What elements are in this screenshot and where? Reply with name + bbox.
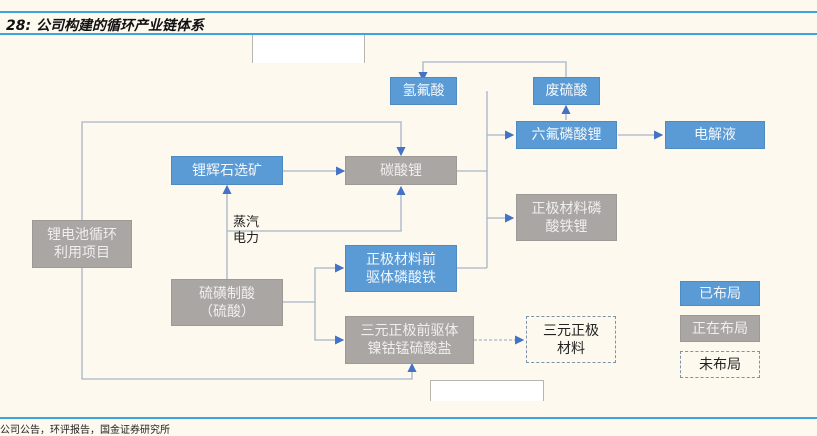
legend-in-progress: 正在布局 <box>680 315 760 342</box>
figure-title: 28: 公司构建的循环产业链体系 <box>6 18 204 34</box>
node-ncm-cathode: 三元正极 材料 <box>526 316 616 363</box>
node-sulfur-acid-plant: 硫磺制酸 （硫酸） <box>171 279 283 326</box>
figure-title-bar: 28: 公司构建的循环产业链体系 <box>0 11 817 35</box>
edge-recycling-to-ncmpre <box>81 268 417 380</box>
edge-label-steam-power: 蒸汽 电力 <box>233 215 260 246</box>
edge-recycling-to-li2co3 <box>81 121 406 222</box>
edge-sulfuric-to-ncmpre <box>314 302 345 345</box>
node-hydrofluoric-acid: 氢氟酸 <box>390 77 457 105</box>
footer-rule <box>0 417 817 419</box>
legend-planned: 未布局 <box>680 351 760 378</box>
node-electrolyte: 电解液 <box>665 121 765 149</box>
node-iron-phosphate-precursor: 正极材料前 驱体磷酸铁 <box>345 245 457 292</box>
edge-sulfuric-branch <box>283 263 345 303</box>
node-waste-sulfuric-acid: 废硫酸 <box>533 77 600 105</box>
node-spodumene-beneficiation: 锂辉石选矿 <box>171 156 283 185</box>
edge-wasteacid-to-hf <box>418 61 567 82</box>
blank-placeholder-top <box>252 35 365 63</box>
edge-steam-to-li2co3 <box>227 185 406 232</box>
node-ncm-precursor: 三元正极前驱体 镍钴锰硫酸盐 <box>345 316 474 364</box>
source-note: 公司公告，环评报告，国金证券研究所 <box>0 425 170 436</box>
blank-placeholder-bottom <box>430 380 544 401</box>
node-battery-recycling: 锂电池循环 利用项目 <box>32 220 132 268</box>
node-lipf6: 六氟磷酸锂 <box>516 121 617 149</box>
node-lithium-carbonate: 碳酸锂 <box>345 156 457 185</box>
edge-hf-to-bus <box>486 91 488 268</box>
legend-deployed: 已布局 <box>680 281 760 306</box>
node-lfp-cathode: 正极材料磷 酸铁锂 <box>516 194 617 241</box>
